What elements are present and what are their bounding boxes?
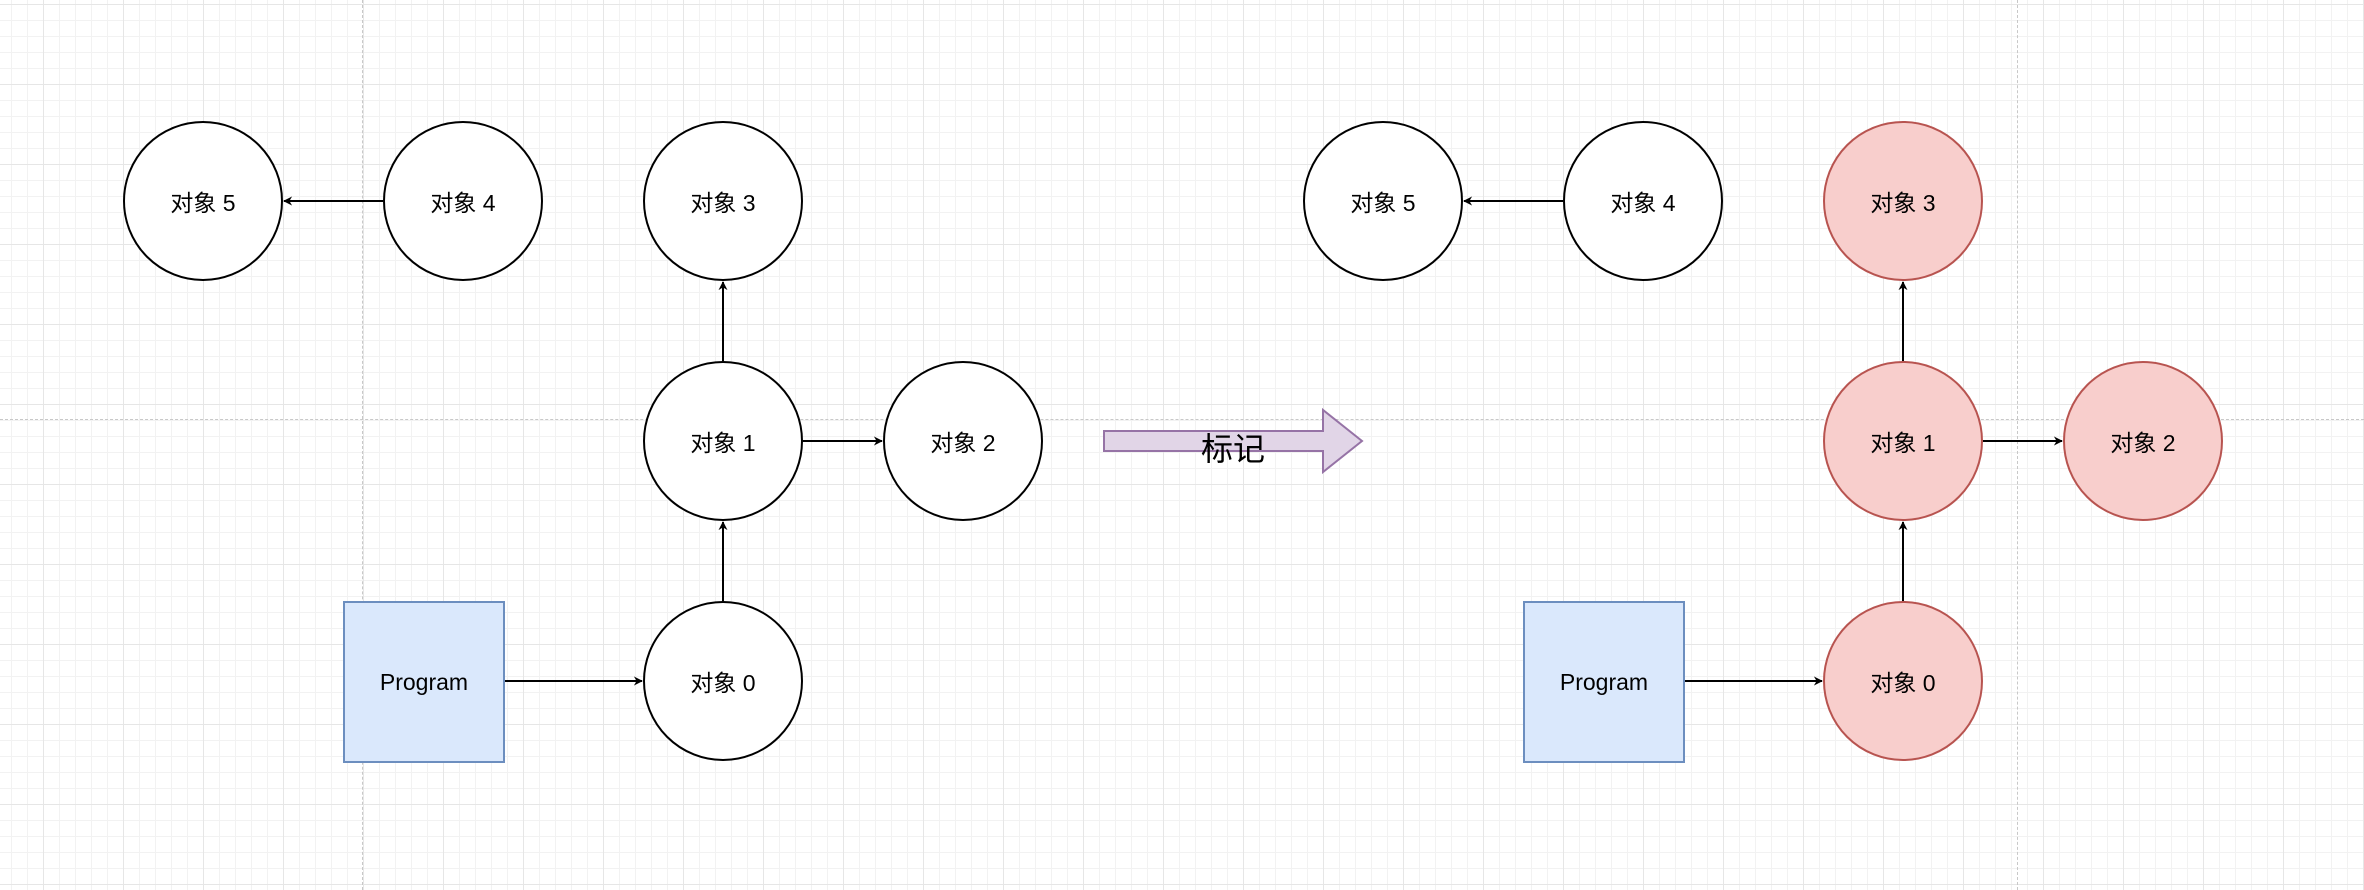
object-label: 对象 5 [170, 190, 236, 216]
object-3-node-marked[interactable]: 对象 3 [1823, 121, 1983, 281]
program-node[interactable]: Program [343, 601, 505, 763]
object-5-node[interactable]: 对象 5 [123, 121, 283, 281]
object-1-node[interactable]: 对象 1 [643, 361, 803, 521]
object-0-node[interactable]: 对象 0 [643, 601, 803, 761]
mark-arrow-label: 标记 [1200, 431, 1266, 467]
object-label: 对象 0 [1870, 670, 1936, 696]
object-2-node-marked[interactable]: 对象 2 [2063, 361, 2223, 521]
object-label: 对象 0 [690, 670, 756, 696]
object-4-node[interactable]: 对象 4 [1563, 121, 1723, 281]
object-2-node[interactable]: 对象 2 [883, 361, 1043, 521]
object-label: 对象 2 [930, 430, 996, 456]
object-0-node-marked[interactable]: 对象 0 [1823, 601, 1983, 761]
object-3-node[interactable]: 对象 3 [643, 121, 803, 281]
object-label: 对象 4 [430, 190, 496, 216]
object-label: 对象 4 [1610, 190, 1676, 216]
object-label: 对象 3 [1870, 190, 1936, 216]
object-label: 对象 5 [1350, 190, 1416, 216]
program-node[interactable]: Program [1523, 601, 1685, 763]
program-label: Program [379, 668, 469, 695]
object-label: 对象 1 [1870, 430, 1936, 456]
object-1-node-marked[interactable]: 对象 1 [1823, 361, 1983, 521]
object-label: 对象 1 [690, 430, 756, 456]
object-4-node[interactable]: 对象 4 [383, 121, 543, 281]
horizontal-guide-line [0, 419, 2364, 420]
object-label: 对象 2 [2110, 430, 2176, 456]
object-5-node[interactable]: 对象 5 [1303, 121, 1463, 281]
vertical-guide-line [2017, 0, 2018, 890]
transition-arrow-shape [1103, 407, 1364, 475]
program-label: Program [1559, 668, 1649, 695]
object-label: 对象 3 [690, 190, 756, 216]
vertical-guide-line [362, 0, 363, 890]
